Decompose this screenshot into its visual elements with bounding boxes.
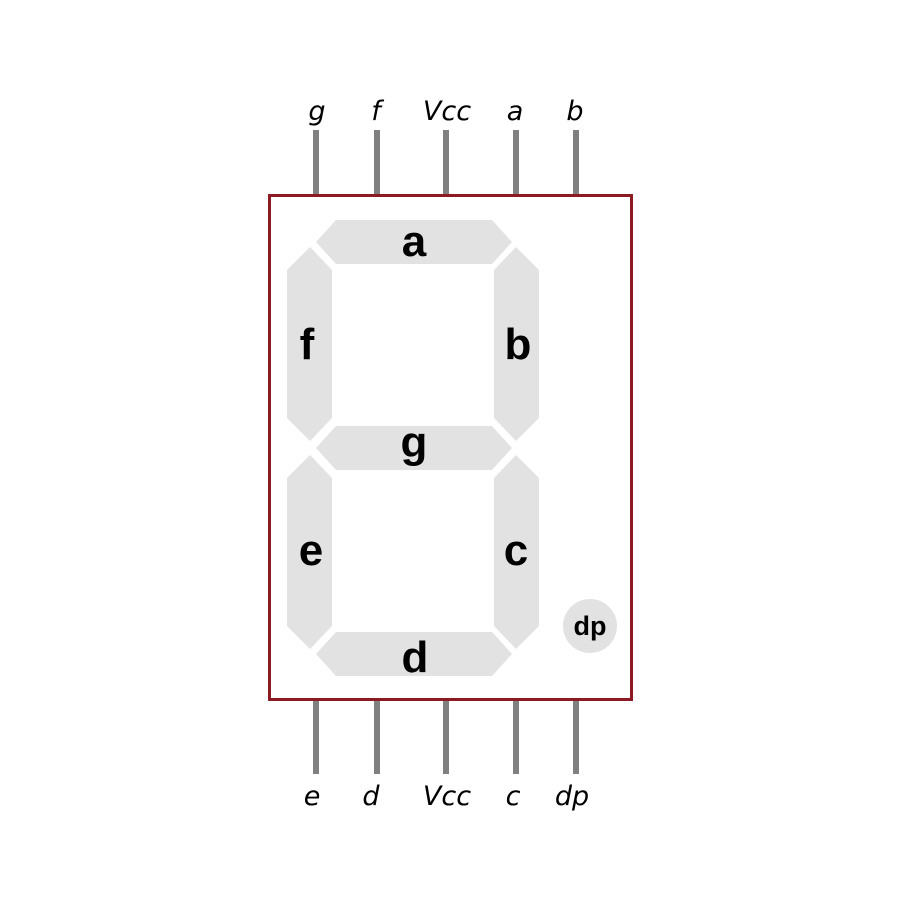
segment-a [316, 220, 512, 264]
segment-c [494, 455, 539, 649]
bottom-pin-label-c: c [506, 781, 521, 812]
top-pin-label-f: f [371, 96, 384, 127]
segment-d [316, 632, 512, 676]
segment-dp-label: dp [574, 611, 607, 641]
segment-f-label: f [300, 320, 315, 369]
top-pins [313, 130, 579, 196]
bottom-pin-labels: e d Vcc c dp [304, 781, 589, 812]
segment-c-label: c [504, 526, 528, 575]
segments [287, 220, 617, 676]
segment-e-label: e [299, 526, 323, 575]
top-pin-label-vcc: Vcc [423, 96, 471, 127]
top-pin-label-a: a [507, 96, 524, 127]
segment-g [316, 426, 512, 470]
bottom-pin-label-e: e [304, 781, 321, 812]
segment-a-label: a [402, 217, 427, 266]
bottom-pin-label-d: d [362, 781, 380, 812]
top-pin-labels: g f Vcc a b [308, 96, 583, 127]
segment-e [287, 455, 332, 649]
segment-b [494, 247, 539, 441]
segment-b-label: b [505, 320, 532, 369]
bottom-pins [313, 699, 579, 774]
bottom-pin-label-dp: dp [555, 781, 589, 812]
segment-f [287, 247, 332, 441]
top-pin-label-g: g [308, 96, 325, 127]
segment-labels: a f b g e c d dp [299, 217, 607, 682]
segment-d-label: d [402, 633, 429, 682]
segment-g-label: g [401, 418, 428, 467]
top-pin-label-b: b [566, 96, 583, 127]
bottom-pin-label-vcc: Vcc [423, 781, 471, 812]
segment-dp [563, 599, 617, 653]
